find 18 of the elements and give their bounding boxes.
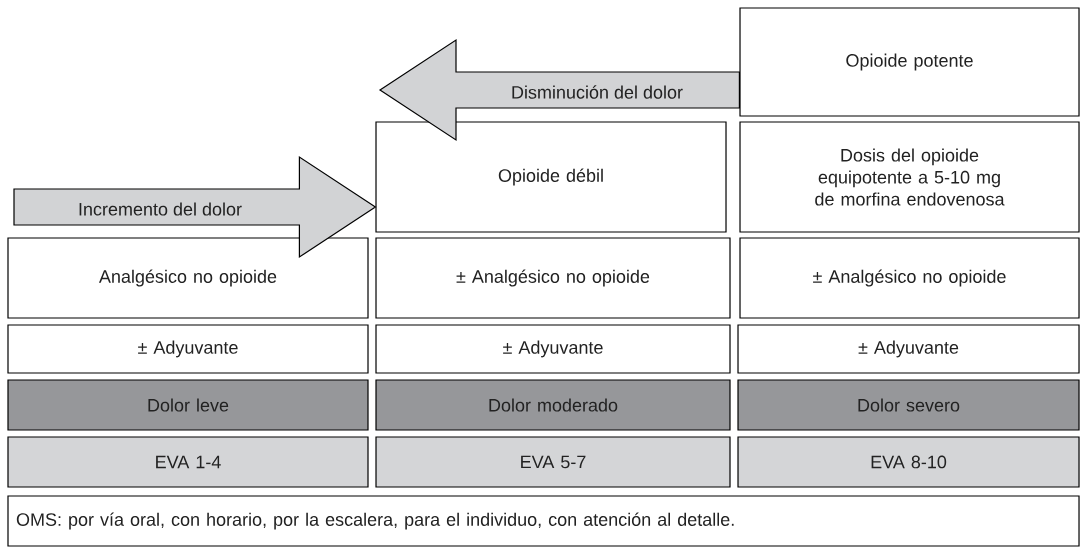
step-box: ± Adyuvante xyxy=(7,324,369,374)
step-box: ± Analgésico no opioide xyxy=(739,237,1080,319)
step-box: Opioide débil xyxy=(375,121,727,233)
step-box: ± Adyuvante xyxy=(375,324,731,374)
scale-box: EVA 8-10 xyxy=(737,436,1080,488)
scale-box: EVA 5-7 xyxy=(375,436,731,488)
edge-label: Incremento del dolor xyxy=(76,201,244,217)
step-box: Opioide potente xyxy=(739,7,1080,117)
pain-level-box: Dolor moderado xyxy=(375,379,731,431)
pain-level-box: Dolor leve xyxy=(7,379,369,431)
step-box: ± Adyuvante xyxy=(737,324,1080,374)
edge-label: Disminución del dolor xyxy=(509,84,685,100)
step-box: ± Analgésico no opioide xyxy=(375,237,731,319)
note-box: OMS: por vía oral, con horario, por la escalera, para el individuo, con atención al detalle. xyxy=(7,495,1080,547)
step-box: Dosis del opioide equipotente a 5-10 mg de morfina endovenosa xyxy=(739,121,1080,233)
scale-box: EVA 1-4 xyxy=(7,436,369,488)
pain-level-box: Dolor severo xyxy=(737,379,1080,431)
step-box: Analgésico no opioide xyxy=(7,237,369,319)
